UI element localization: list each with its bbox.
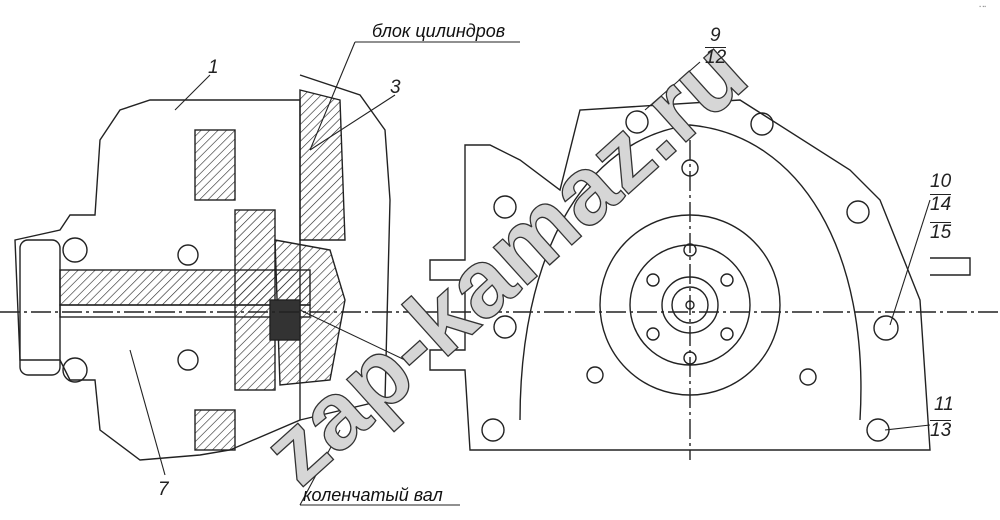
callout-13: 13 <box>930 420 952 441</box>
callout-7: 7 <box>158 479 169 500</box>
end-view <box>420 99 1000 460</box>
callout-12: 12 <box>705 47 727 68</box>
section-view <box>0 74 420 461</box>
callout-3: 3 <box>390 77 401 98</box>
callout-1: 1 <box>208 57 219 78</box>
callout-15: 15 <box>930 222 952 243</box>
corner-mark: ▪ ▪▪ <box>979 4 986 10</box>
callout-10: 10 <box>930 171 952 192</box>
label-cylinder-block: блок цилиндров <box>372 21 506 41</box>
label-crankshaft: коленчатый вал <box>303 485 443 505</box>
callout-11: 11 <box>934 394 954 415</box>
callout-9: 9 <box>710 25 721 46</box>
callout-14: 14 <box>930 194 952 215</box>
leader-lines <box>129 41 931 506</box>
